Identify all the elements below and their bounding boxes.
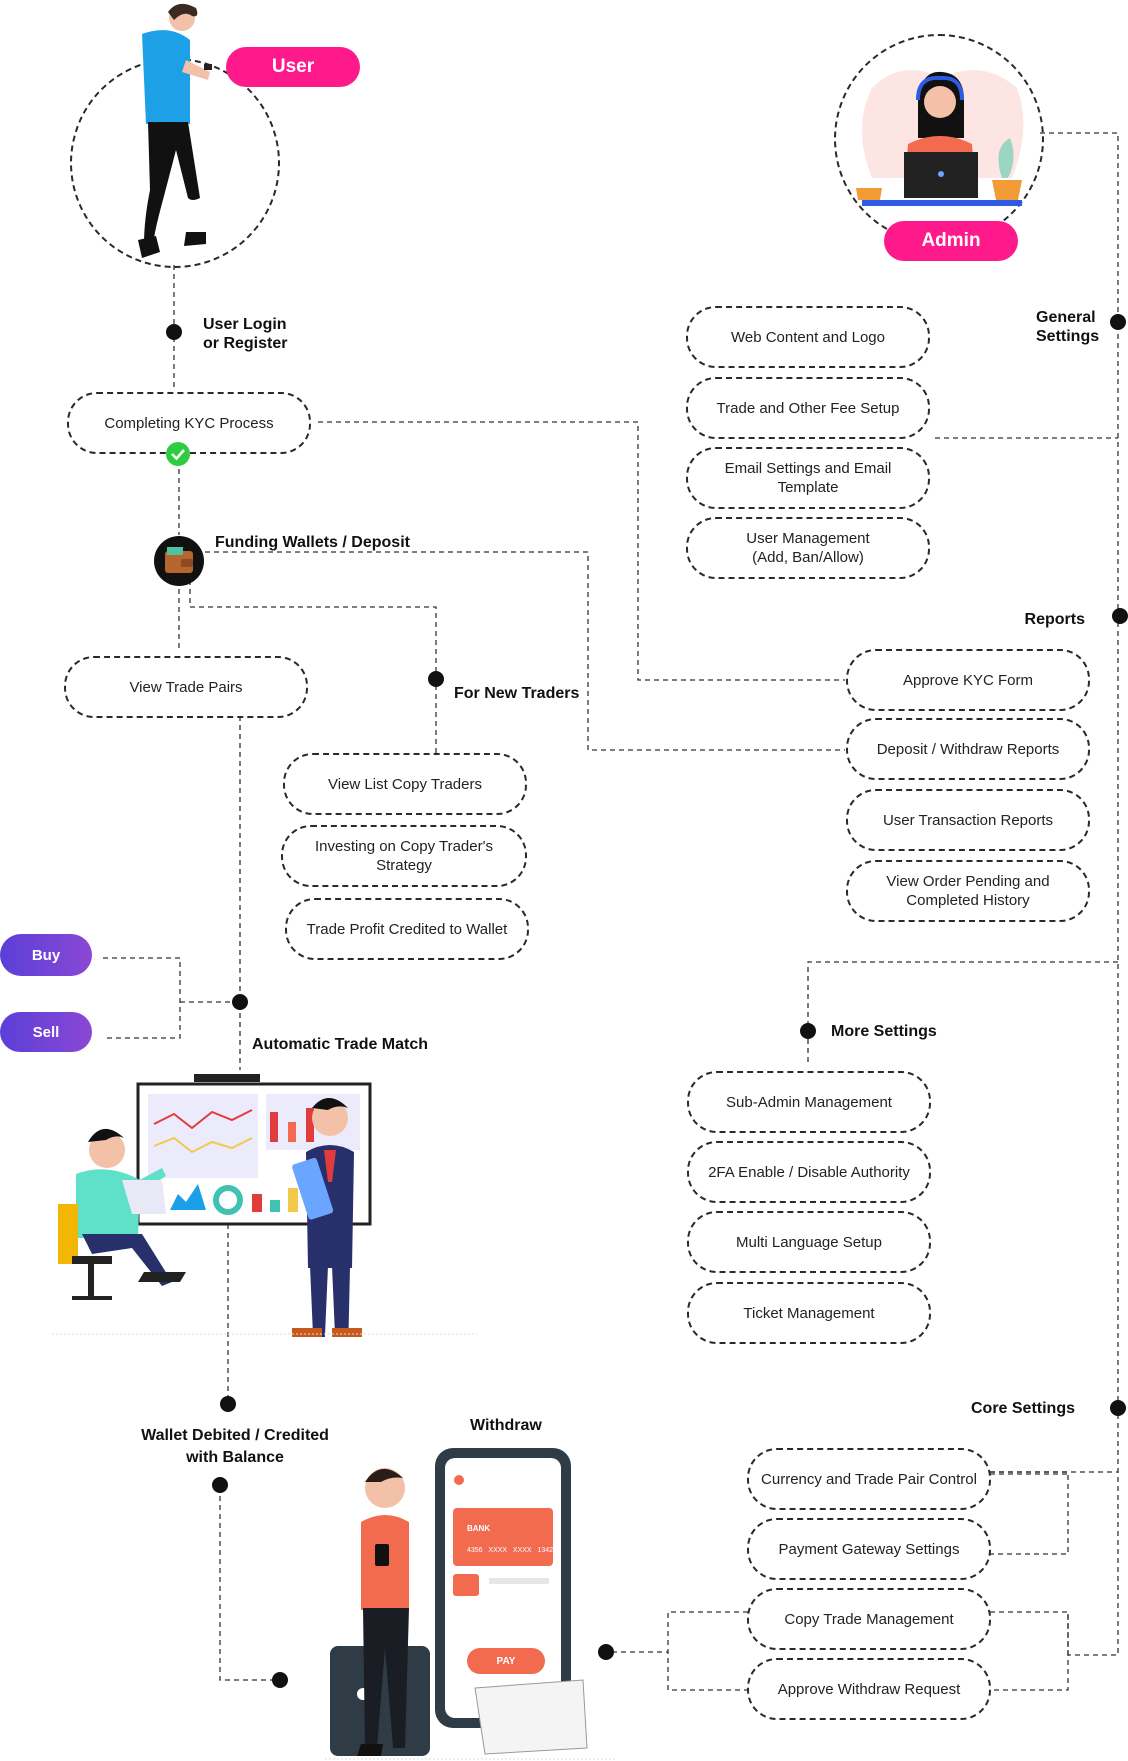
- transaction-reports-box[interactable]: User Transaction Reports: [846, 789, 1090, 851]
- profit-box[interactable]: Trade Profit Credited to Wallet: [285, 898, 529, 960]
- trade-fee-box[interactable]: Trade and Other Fee Setup: [686, 377, 930, 439]
- multi-language-box[interactable]: Multi Language Setup: [687, 1211, 931, 1273]
- email-settings-box[interactable]: Email Settings and Email Template: [686, 447, 930, 509]
- wallet-icon: [154, 536, 204, 586]
- new-traders-label: For New Traders: [454, 685, 580, 702]
- copy-trade-box[interactable]: Copy Trade Management: [747, 1588, 991, 1650]
- general-settings-label: General Settings: [1036, 309, 1100, 345]
- login-dot: [166, 324, 182, 340]
- phone-bank-text: BANK: [467, 1524, 491, 1533]
- kyc-process-box[interactable]: Completing KYC Process: [67, 392, 311, 454]
- admin-illustration: [856, 70, 1024, 206]
- phone-card-number: 4356 XXXX XXXX 1342: [467, 1547, 553, 1554]
- new-traders-dot: [428, 671, 444, 687]
- twofa-box[interactable]: 2FA Enable / Disable Authority: [687, 1141, 931, 1203]
- withdraw-right-dot: [598, 1644, 614, 1660]
- wallet-debited-label: Wallet Debited / Credited with Balance: [141, 1427, 329, 1466]
- admin-pill: Admin: [884, 221, 1018, 261]
- view-trade-pairs-box[interactable]: View Trade Pairs: [64, 656, 308, 718]
- funding-label: Funding Wallets / Deposit: [215, 534, 410, 551]
- core-settings-label: Core Settings: [970, 1400, 1075, 1417]
- reports-label: Reports: [1024, 611, 1085, 628]
- user-login-label: User Login or Register: [203, 316, 288, 352]
- check-icon: [166, 442, 190, 466]
- buy-pill[interactable]: Buy: [0, 934, 92, 976]
- approve-kyc-box[interactable]: Approve KYC Form: [846, 649, 1090, 711]
- reports-dot: [1112, 608, 1128, 624]
- auto-match-label: Automatic Trade Match: [252, 1036, 429, 1053]
- wallet-lower-dot: [212, 1477, 228, 1493]
- withdraw-label: Withdraw: [470, 1417, 542, 1434]
- user-illustration: [138, 3, 212, 258]
- user-pill: User: [226, 47, 360, 87]
- order-history-box[interactable]: View Order Pending and Completed History: [846, 860, 1090, 922]
- auto-match-dot: [232, 994, 248, 1010]
- web-content-box[interactable]: Web Content and Logo: [686, 306, 930, 368]
- withdraw-left-dot: [272, 1672, 288, 1688]
- approve-withdraw-box[interactable]: Approve Withdraw Request: [747, 1658, 991, 1720]
- more-settings-dot: [800, 1023, 816, 1039]
- withdraw-illustration: [325, 1448, 615, 1760]
- trading-illustration: [52, 1074, 477, 1337]
- sub-admin-box[interactable]: Sub-Admin Management: [687, 1071, 931, 1133]
- deposit-reports-box[interactable]: Deposit / Withdraw Reports: [846, 718, 1090, 780]
- sell-pill[interactable]: Sell: [0, 1012, 92, 1052]
- wallet-debited-dot: [220, 1396, 236, 1412]
- phone-pay-button[interactable]: PAY: [496, 1656, 516, 1667]
- currency-control-box[interactable]: Currency and Trade Pair Control: [747, 1448, 991, 1510]
- ticket-management-box[interactable]: Ticket Management: [687, 1282, 931, 1344]
- more-settings-label: More Settings: [831, 1023, 937, 1040]
- general-settings-dot: [1110, 314, 1126, 330]
- user-management-box[interactable]: User Management (Add, Ban/Allow): [686, 517, 930, 579]
- core-settings-dot: [1110, 1400, 1126, 1416]
- payment-gateway-box[interactable]: Payment Gateway Settings: [747, 1518, 991, 1580]
- copy-traders-box[interactable]: View List Copy Traders: [283, 753, 527, 815]
- investing-box[interactable]: Investing on Copy Trader's Strategy: [281, 825, 527, 887]
